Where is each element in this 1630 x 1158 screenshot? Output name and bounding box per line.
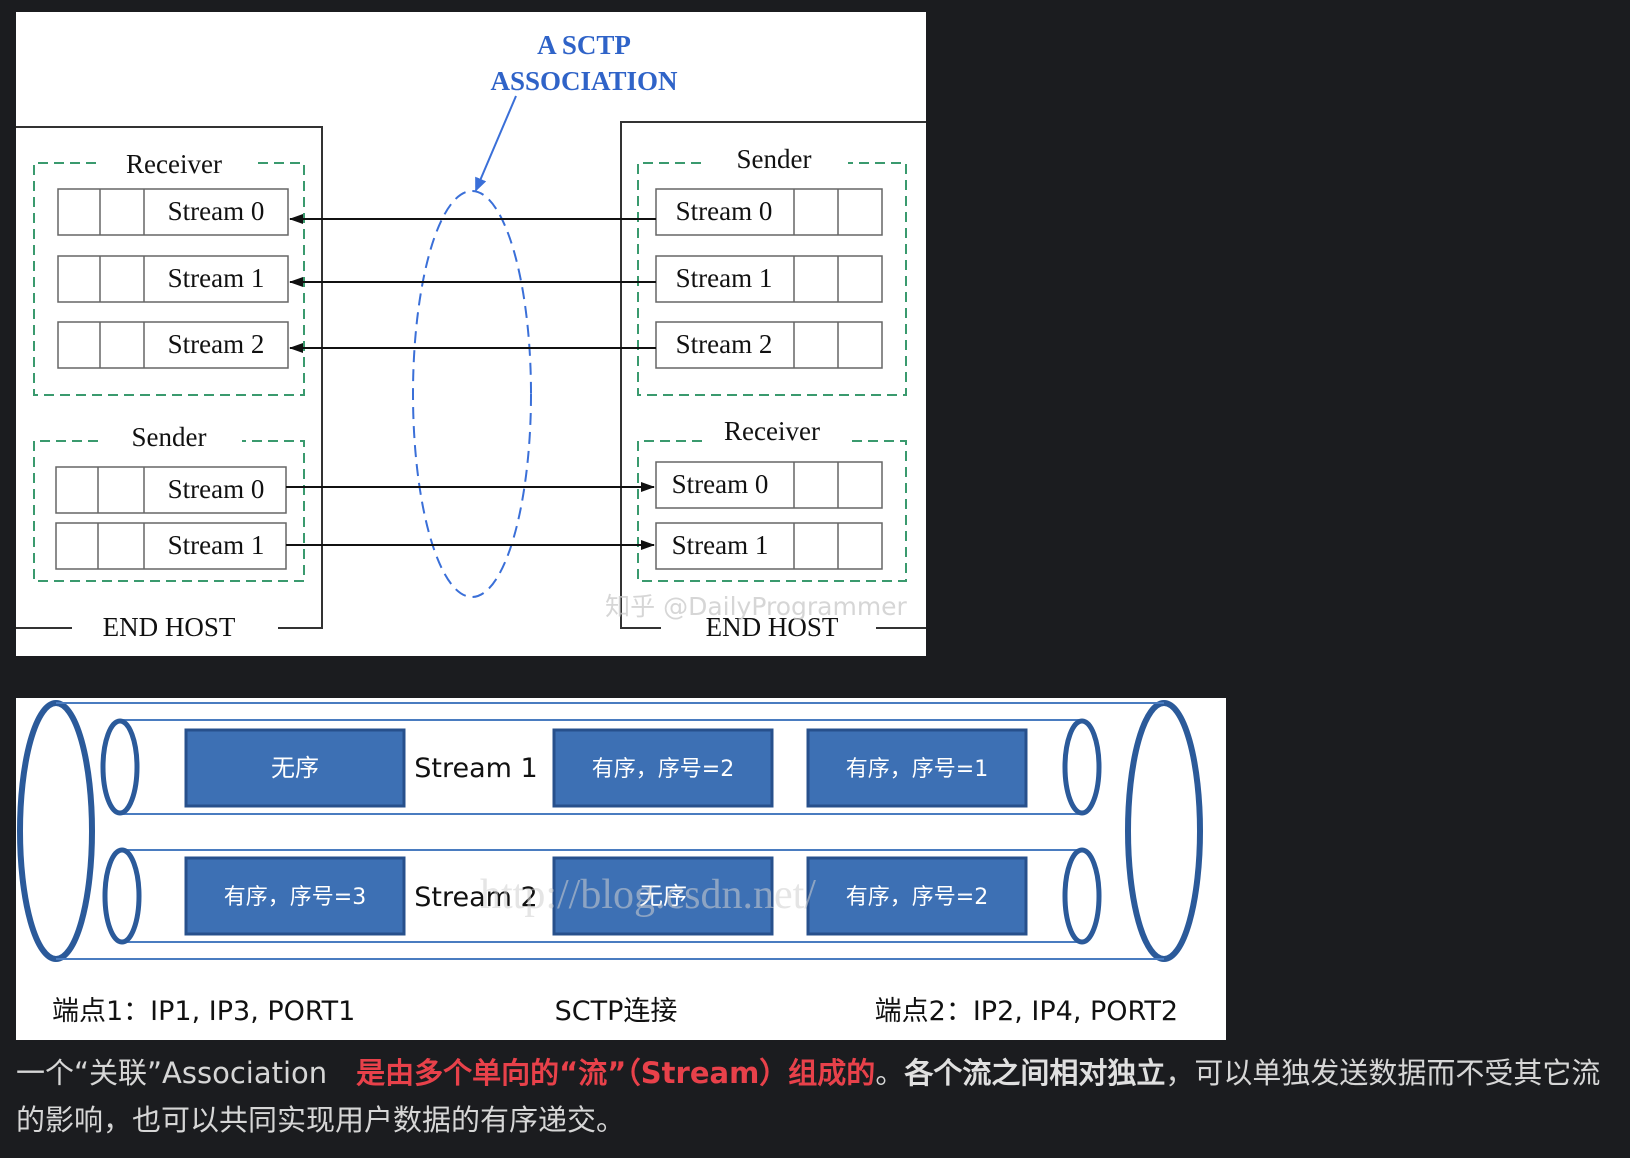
left-sender-label: Sender — [132, 422, 207, 452]
right-receiver-label: Receiver — [724, 416, 820, 446]
stream-label: Stream 0 — [168, 196, 265, 226]
right-receiver-stream-0: Stream 0 — [655, 461, 883, 509]
left-sender-stream-1: Stream 1 — [55, 522, 287, 570]
stream-label: Stream 0 — [168, 474, 265, 504]
caption-paragraph: 一个“关联”Association 是由多个单向的“流”（Stream）组成的。… — [16, 1050, 1616, 1144]
left-sender-stream-0: Stream 0 — [55, 466, 287, 514]
stream-1-box-1: 无序 — [271, 754, 319, 782]
stream-label: Stream 0 — [676, 196, 773, 226]
right-sender-label: Sender — [737, 144, 812, 174]
sctp-streams-diagram: 无序 Stream 1 有序，序号=2 有序，序号=1 有序，序号=3 Stre… — [17, 700, 1203, 1027]
caption-part-1: 一个“关联”Association — [16, 1056, 357, 1090]
left-receiver-stream-1: Stream 1 — [57, 255, 289, 303]
stream-1-box-2: 有序，序号=2 — [592, 757, 734, 782]
stream-2-pipe: 有序，序号=3 Stream 2 无序 有序，序号=2 — [102, 847, 1102, 945]
caption-part-5: ，可以单独发送数据而不受其它流的影响，也可以共同实现用户数据的有序递交。 — [16, 1056, 1601, 1137]
stream-1-box-3: 有序，序号=1 — [846, 757, 988, 782]
endpoint-1-label: 端点1：IP1, IP3, PORT1 — [52, 996, 355, 1027]
right-sender-stream-0: Stream 0 — [655, 188, 883, 236]
outer-pipe-right-end — [1125, 700, 1203, 962]
stream-label: Stream 2 — [168, 329, 265, 359]
stream-2-box-3: 有序，序号=2 — [846, 885, 988, 910]
stream-label: Stream 1 — [168, 263, 265, 293]
sctp-association-figure: A SCTP ASSOCIATION END HOST Receiver Str… — [16, 12, 926, 656]
outer-pipe-left-end — [17, 700, 95, 962]
stream-label: Stream 0 — [672, 469, 769, 499]
caption-bold: 各个流之间相对独立 — [904, 1056, 1166, 1090]
left-end-host-label: END HOST — [103, 612, 236, 642]
right-sender-stream-1: Stream 1 — [655, 255, 883, 303]
title-pointer-arrow — [475, 95, 517, 192]
stream-label: Stream 1 — [676, 263, 773, 293]
stream-2-box-1: 有序，序号=3 — [224, 885, 366, 910]
left-receiver-label: Receiver — [126, 149, 222, 179]
stream-1-label: Stream 1 — [414, 753, 537, 784]
zhihu-watermark: 知乎 @DailyProgrammer — [605, 592, 907, 621]
association-ellipse — [412, 190, 532, 598]
stream-label: Stream 1 — [168, 530, 265, 560]
caption-highlight: 是由多个单向的“流”（Stream）组成的 — [356, 1056, 876, 1090]
caption-part-3: 。 — [875, 1056, 905, 1090]
stream-1-pipe: 无序 Stream 1 有序，序号=2 有序，序号=1 — [100, 718, 1102, 816]
endpoint-2-label: 端点2：IP2, IP4, PORT2 — [875, 996, 1178, 1027]
left-receiver-stream-2: Stream 2 — [57, 321, 289, 369]
association-title-line2: ASSOCIATION — [490, 66, 678, 96]
left-end-host: END HOST Receiver Stream 0 Stream 1 Stre… — [16, 126, 323, 642]
right-sender-stream-2: Stream 2 — [655, 321, 883, 369]
csdn-watermark: http://blog.csdn.net/ — [480, 872, 816, 918]
stream-label: Stream 1 — [672, 530, 769, 560]
stream-2-box-2: 无序 — [639, 882, 687, 910]
left-receiver-stream-0: Stream 0 — [57, 188, 289, 236]
stream-2-label: Stream 2 — [414, 882, 537, 913]
sctp-connection-label: SCTP连接 — [555, 996, 678, 1027]
right-end-host-label: END HOST — [706, 612, 839, 642]
sctp-streams-figure: 无序 Stream 1 有序，序号=2 有序，序号=1 有序，序号=3 Stre… — [16, 698, 1226, 1040]
stream-label: Stream 2 — [676, 329, 773, 359]
sctp-association-diagram: A SCTP ASSOCIATION END HOST Receiver Str… — [16, 30, 926, 642]
right-receiver-stream-1: Stream 1 — [655, 522, 883, 570]
right-end-host: END HOST Sender Stream 0 Stream 1 Stream… — [620, 121, 926, 642]
association-title-line1: A SCTP — [537, 30, 631, 60]
